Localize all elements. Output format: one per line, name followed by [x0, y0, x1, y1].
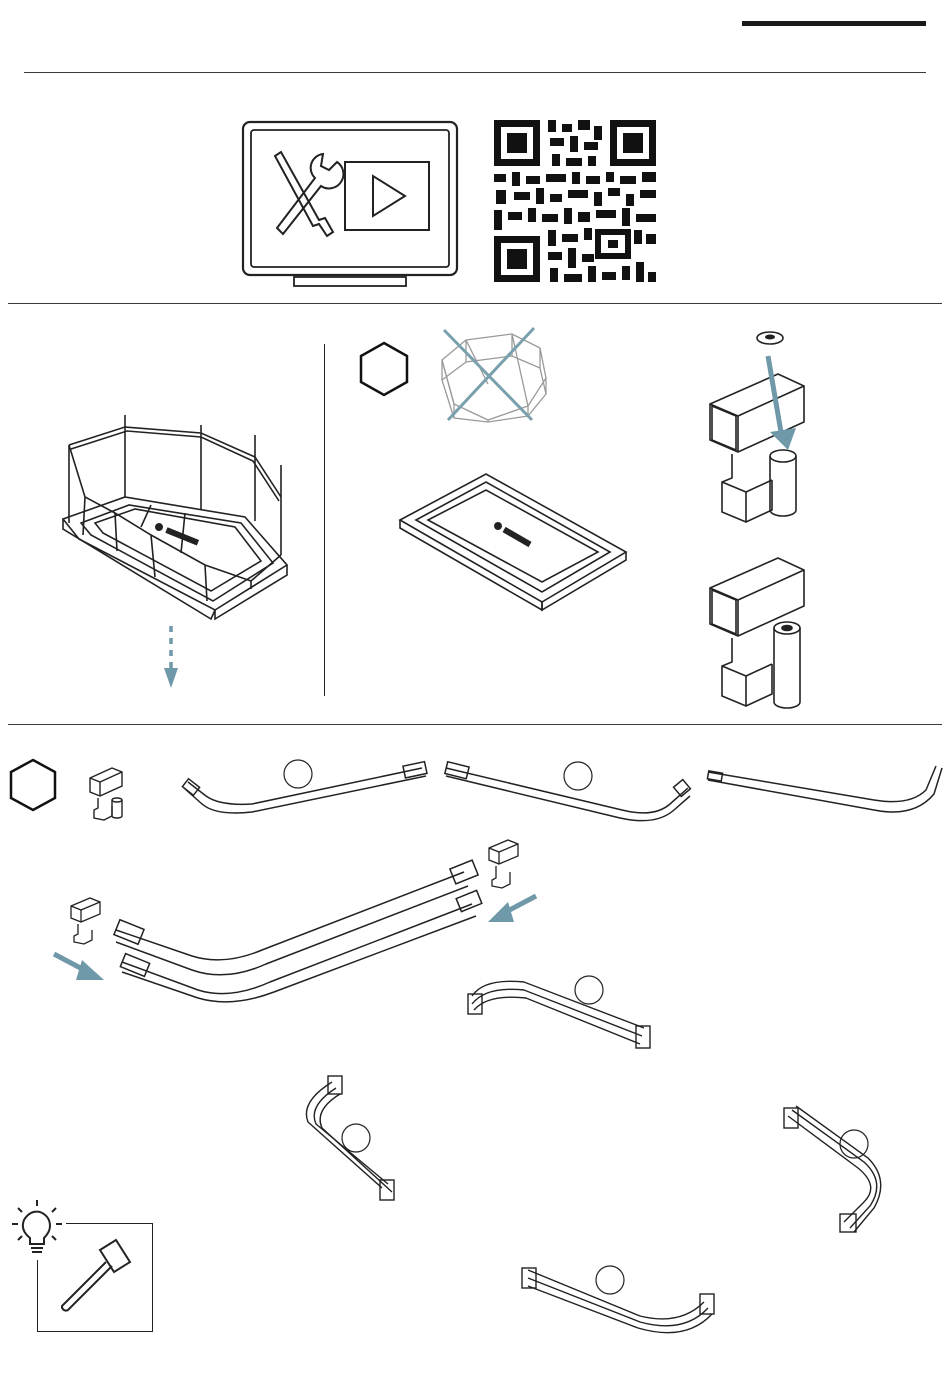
- cap-inserted-detail: [704, 552, 816, 714]
- frame-subassembly-1: [464, 970, 660, 1056]
- mallet-icon: [56, 1236, 132, 1312]
- section-divider-1: [8, 303, 942, 304]
- t-connector-left: [68, 896, 104, 944]
- insert-arrow-left: [52, 950, 106, 984]
- header-bar: [742, 21, 926, 26]
- play-icon: [373, 176, 405, 216]
- qr-code[interactable]: [474, 102, 672, 298]
- curved-tube-a: [182, 758, 432, 820]
- cap-insertion-detail: [704, 326, 816, 530]
- trampoline-base: [396, 468, 632, 612]
- curved-tube-b: [442, 760, 692, 822]
- double-curved-tube: [112, 858, 482, 998]
- part-label-circle: [284, 760, 312, 788]
- t-connector-part: [86, 764, 128, 820]
- curved-tube-c: [704, 760, 944, 820]
- hexagon-step-marker: [358, 341, 410, 397]
- video-tutorial-icon[interactable]: [241, 120, 459, 288]
- insert-arrow-right: [486, 892, 538, 926]
- frame-subassembly-3: [780, 1102, 884, 1236]
- frame-subassembly-4: [520, 1262, 718, 1328]
- crossed-out-net-enclosure: [436, 324, 552, 424]
- trampoline-with-enclosure: [55, 405, 305, 615]
- vertical-divider: [324, 344, 325, 696]
- down-arrow: [162, 624, 180, 690]
- t-connector-right: [486, 838, 522, 888]
- header-divider: [24, 72, 926, 73]
- section-divider-2: [8, 724, 942, 725]
- screwdriver-wrench-icon: [275, 152, 343, 236]
- hexagon-step-marker-2: [8, 758, 58, 812]
- frame-subassembly-2: [298, 1072, 402, 1204]
